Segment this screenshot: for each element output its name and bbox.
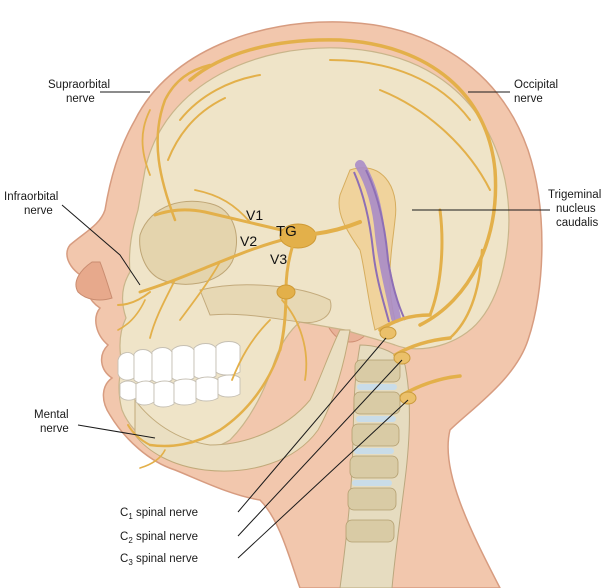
- v2-tag: V2: [240, 233, 257, 249]
- mandible: [134, 329, 351, 472]
- trigeminal-nucleus-label: Trigeminal nucleus caudalis: [548, 189, 604, 229]
- c3-leader: [237, 399, 409, 559]
- mental-leader: [77, 424, 156, 439]
- trigeminal-nucleus-region: [355, 160, 401, 323]
- orbit: [139, 200, 237, 285]
- spinal-ganglia: [379, 326, 417, 405]
- infraorbital-label: Infraorbital nerve: [4, 191, 62, 217]
- teeth: [117, 341, 241, 408]
- tg-tag: TG: [276, 223, 297, 240]
- c2-leader: [237, 359, 403, 537]
- c1-leader: [237, 337, 387, 513]
- c3-spinal-nerve-label: C3 spinal nerve: [120, 553, 198, 567]
- nose: [75, 261, 113, 301]
- v3-tag: V3: [270, 251, 287, 267]
- c2-spinal-nerve-label: C2 spinal nerve: [120, 531, 198, 545]
- mental-label: Mental nerve: [34, 409, 72, 435]
- c1-spinal-nerve-label: C1 spinal nerve: [120, 507, 198, 521]
- cheekbone: [199, 284, 332, 324]
- occipital-label: Occipital nerve: [514, 79, 561, 105]
- intervertebral-discs: [352, 384, 397, 486]
- supraorbital-label: Supraorbital nerve: [48, 79, 113, 105]
- infraorbital-leader: [61, 204, 141, 286]
- v1-tag: V1: [246, 207, 263, 223]
